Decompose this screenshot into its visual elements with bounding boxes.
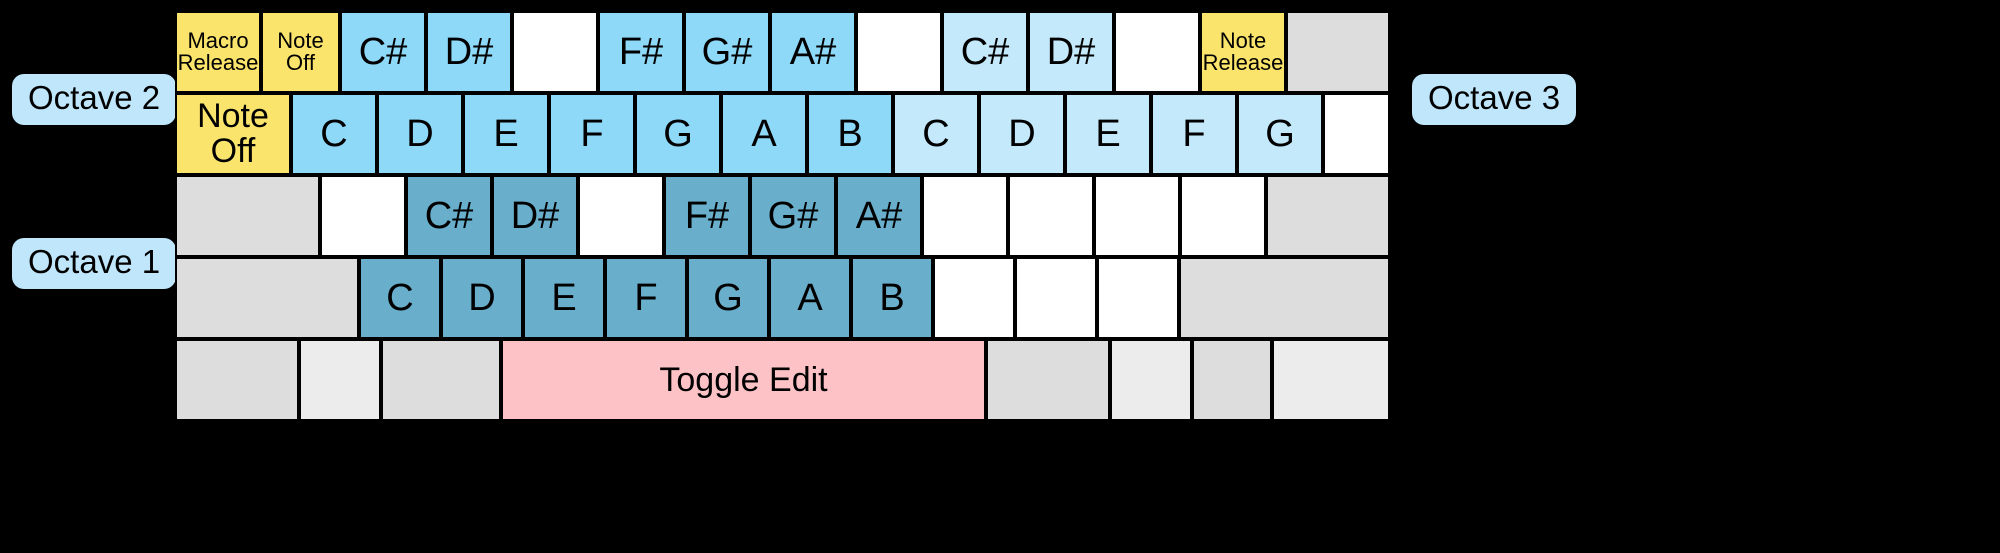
key-g[interactable]: G [687,257,769,339]
key-blank-r4-1[interactable] [175,257,359,339]
key-blank-r5-1[interactable] [175,339,299,421]
key-blank-r1-14[interactable] [1286,11,1390,93]
key-blank-r3-11[interactable] [1094,175,1180,257]
key-c-sharp[interactable]: C# [406,175,492,257]
key-a[interactable]: A [769,257,851,339]
key-d-sharp[interactable]: D# [492,175,578,257]
key-f-sharp[interactable]: F# [598,11,684,93]
key-blank-r4-12[interactable] [1179,257,1390,339]
key-blank-r3-5[interactable] [578,175,664,257]
key-c[interactable]: C [291,93,377,175]
key-a[interactable]: A [721,93,807,175]
key-f-sharp[interactable]: F# [664,175,750,257]
key-c[interactable]: C [359,257,441,339]
key-f[interactable]: F [1151,93,1237,175]
key-blank-r3-13[interactable] [1266,175,1390,257]
key-blank-r3-1[interactable] [175,175,320,257]
key-blank-r1-12[interactable] [1114,11,1200,93]
key-blank-r5-7[interactable] [1192,339,1272,421]
octave-3-label: Octave 3 [1412,74,1577,125]
key-d[interactable]: D [979,93,1065,175]
octave-2-label: Octave 2 [12,74,177,125]
key-g[interactable]: G [635,93,721,175]
row-3-asdf: C#D# F#G#A# [175,175,1390,257]
key-b[interactable]: B [807,93,893,175]
key-g-sharp[interactable]: G# [684,11,770,93]
key-blank-r1-5[interactable] [512,11,598,93]
key-d-sharp[interactable]: D# [1028,11,1114,93]
key-blank-r2-14[interactable] [1323,93,1390,175]
octave-1-label: Octave 1 [12,238,177,289]
key-d[interactable]: D [441,257,523,339]
key-a-sharp[interactable]: A# [836,175,922,257]
key-blank-r3-10[interactable] [1008,175,1094,257]
key-d-sharp[interactable]: D# [426,11,512,93]
key-blank-r4-9[interactable] [933,257,1015,339]
key-blank-r3-9[interactable] [922,175,1008,257]
key-g-sharp[interactable]: G# [750,175,836,257]
key-f[interactable]: F [549,93,635,175]
row-5-modifier: Toggle Edit [175,339,1390,421]
key-b[interactable]: B [851,257,933,339]
key-blank-r5-8[interactable] [1272,339,1390,421]
key-blank-r5-5[interactable] [986,339,1110,421]
key-blank-r4-10[interactable] [1015,257,1097,339]
key-e[interactable]: E [1065,93,1151,175]
key-c-sharp[interactable]: C# [340,11,426,93]
key-blank-r1-9[interactable] [856,11,942,93]
key-blank-r5-2[interactable] [299,339,381,421]
key-e[interactable]: E [523,257,605,339]
key-g[interactable]: G [1237,93,1323,175]
key-blank-r5-3[interactable] [381,339,501,421]
key-d[interactable]: D [377,93,463,175]
key-blank-r3-2[interactable] [320,175,406,257]
key-a-sharp[interactable]: A# [770,11,856,93]
key-blank-r3-12[interactable] [1180,175,1266,257]
key-f[interactable]: F [605,257,687,339]
key-blank-r5-6[interactable] [1110,339,1192,421]
key-toggle-edit[interactable]: Toggle Edit [501,339,986,421]
key-c-sharp[interactable]: C# [942,11,1028,93]
key-blank-r4-11[interactable] [1097,257,1179,339]
key-c[interactable]: C [893,93,979,175]
key-e[interactable]: E [463,93,549,175]
